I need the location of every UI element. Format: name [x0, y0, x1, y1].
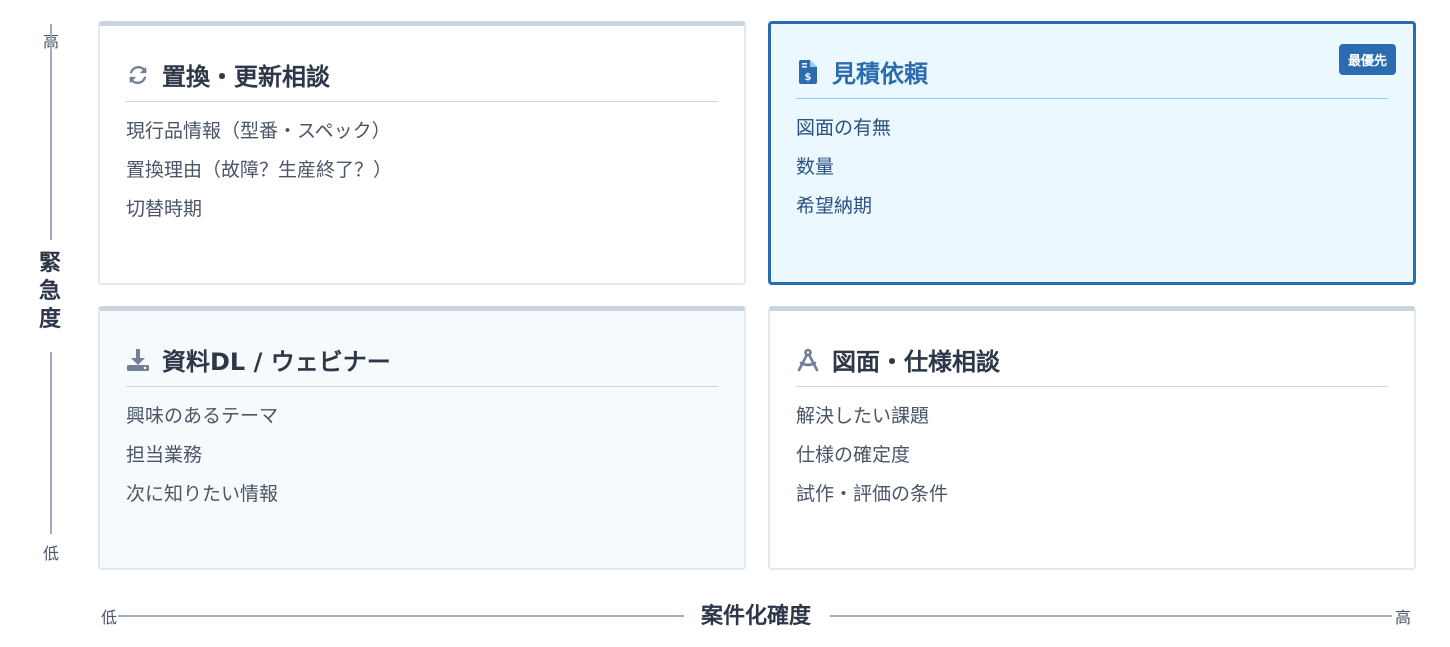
- svg-text:$: $: [805, 72, 812, 83]
- list-item: 置換理由（故障？生産終了？）: [126, 159, 393, 181]
- list-item: 数量: [796, 156, 835, 178]
- list-item: 図面の有無: [796, 117, 892, 139]
- y-axis-title: 緊 急 度: [38, 251, 61, 332]
- list-item: 試作・評価の条件: [796, 483, 949, 505]
- x-axis-low-label: 低: [101, 608, 118, 627]
- invoice-dollar-icon: $: [796, 59, 820, 84]
- y-axis-line-upper: [50, 24, 52, 240]
- card-title: 資料DL / ウェビナー: [162, 348, 391, 376]
- top-priority-badge: 最優先: [1338, 44, 1396, 75]
- y-axis-low-label: 低: [42, 544, 59, 563]
- list-item: 切替時期: [126, 198, 203, 220]
- drafting-compass-icon: [796, 348, 820, 372]
- card-title: 置換・更新相談: [162, 63, 330, 91]
- quadrant-replacement-consultation: 置換・更新相談 現行品情報（型番・スペック） 置換理由（故障？生産終了？） 切替…: [98, 21, 746, 285]
- quadrant-drawing-spec-consultation: 図面・仕様相談 解決したい課題 仕様の確定度 試作・評価の条件: [768, 306, 1416, 570]
- list-item: 現行品情報（型番・スペック）: [126, 120, 391, 142]
- card-header: 置換・更新相談: [126, 54, 718, 102]
- y-axis-line-lower: [50, 352, 52, 534]
- quadrant-document-download-webinar: 資料DL / ウェビナー 興味のあるテーマ 担当業務 次に知りたい情報: [98, 306, 746, 570]
- card-title: 図面・仕様相談: [832, 348, 1000, 376]
- card-header: 資料DL / ウェビナー: [126, 339, 718, 387]
- card-item-list: 興味のあるテーマ 担当業務 次に知りたい情報: [126, 401, 718, 518]
- x-axis-line-right: [830, 615, 1392, 617]
- list-item: 仕様の確定度: [796, 444, 911, 466]
- list-item: 解決したい課題: [796, 405, 930, 427]
- card-item-list: 現行品情報（型番・スペック） 置換理由（故障？生産終了？） 切替時期: [126, 116, 718, 233]
- refresh-icon: [126, 63, 150, 87]
- list-item: 担当業務: [126, 444, 203, 466]
- card-item-list: 解決したい課題 仕様の確定度 試作・評価の条件: [796, 401, 1388, 518]
- card-header: 図面・仕様相談: [796, 339, 1388, 387]
- list-item: 希望納期: [796, 195, 873, 217]
- x-axis-line-left: [118, 615, 684, 617]
- x-axis-high-label: 高: [1395, 608, 1412, 627]
- card-header: $ 見積依頼: [796, 51, 1388, 99]
- download-icon: [126, 348, 150, 372]
- card-item-list: 図面の有無 数量 希望納期: [796, 113, 1388, 230]
- list-item: 興味のあるテーマ: [126, 405, 279, 427]
- x-axis-title: 案件化確度: [700, 604, 811, 629]
- list-item: 次に知りたい情報: [126, 483, 279, 505]
- card-title: 見積依頼: [832, 60, 928, 88]
- quadrant-quote-request: 最優先 $ 見積依頼 図面の有無 数量 希望納期: [768, 21, 1416, 285]
